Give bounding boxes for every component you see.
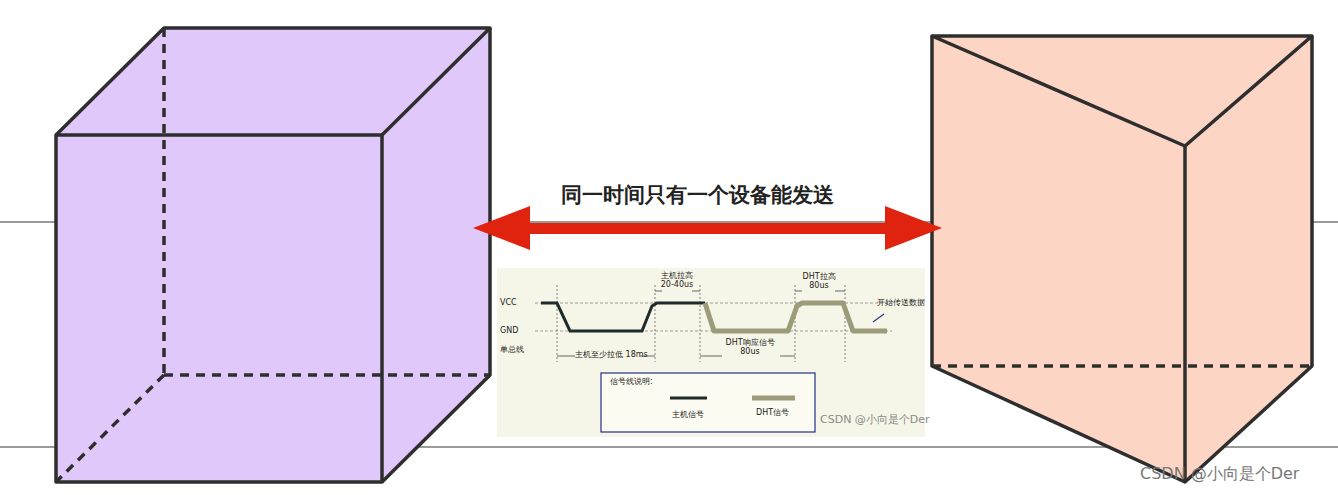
signal-name: 单总线: [500, 345, 524, 354]
timing-inset: [497, 268, 925, 437]
double-arrow: [473, 206, 942, 250]
timing-note: 主机拉高 20-40us: [656, 271, 698, 289]
cube: [56, 28, 490, 482]
legend-text: 主机信号: [672, 410, 704, 419]
signal-name: VCC: [500, 298, 517, 307]
legend-line-host: [670, 397, 707, 400]
signal-name: GND: [500, 326, 518, 335]
timing-note: 开始传送数据: [877, 298, 925, 307]
legend-text: DHT信号: [756, 408, 789, 417]
prism: [932, 36, 1312, 482]
legend-line-dht: [752, 396, 795, 401]
timing-note: 主机至少拉低 18ms: [575, 350, 648, 359]
arrow-label: 同一时间只有一个设备能发送: [561, 183, 834, 207]
timing-note: DHT响应信号 80us: [724, 338, 776, 356]
watermark: CSDN @小向是个Der: [1140, 465, 1299, 483]
watermark: CSDN @小向是个Der: [820, 414, 930, 427]
timing-note: DHT拉高 80us: [799, 272, 839, 290]
legend-heading: 信号线说明:: [610, 377, 653, 386]
